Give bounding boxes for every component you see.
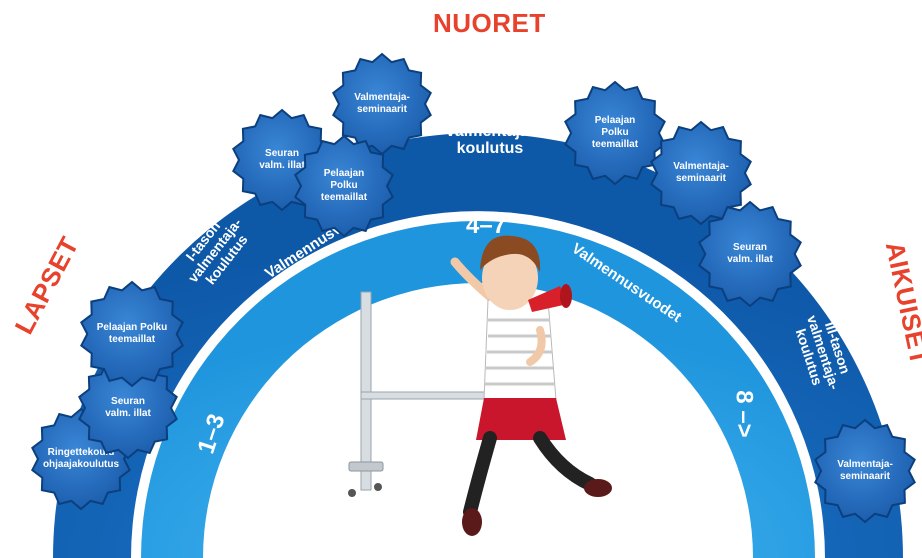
badge-starburst xyxy=(564,80,666,186)
badge-label: Valmentaja- seminaarit xyxy=(354,92,410,115)
badge-valmentaja-seminaarit-2: Valmentaja- seminaarit xyxy=(648,120,754,226)
badge-starburst xyxy=(80,280,184,388)
badge-label: Valmentaja- seminaarit xyxy=(673,161,729,184)
badge-starburst xyxy=(698,200,802,308)
badge-starburst xyxy=(650,120,752,226)
badge-label: Pelaajan Polku teemaillat xyxy=(96,322,168,345)
years-4-7: 4–7 xyxy=(466,212,507,239)
badge-seuran-valm-illat-1: Seuran valm. illat xyxy=(76,356,180,460)
ring-label-tier2: II-tason valmentaja- koulutus xyxy=(445,106,535,157)
starburst-shape xyxy=(698,200,802,308)
title-nuoret: NUORET xyxy=(433,8,546,38)
badge-label: Valmentaja- seminaarit xyxy=(837,459,893,482)
starburst-shape xyxy=(814,418,916,524)
starburst-shape xyxy=(80,280,184,388)
starburst-shape xyxy=(294,134,394,238)
badge-label: Ringettekoulu ohjaajakoulutus xyxy=(42,447,120,470)
badge-label: Pelaajan Polku teemaillat xyxy=(320,168,368,203)
cheerleader-illustration xyxy=(450,235,612,536)
badge-valmentaja-seminaarit-3: Valmentaja- seminaarit xyxy=(812,418,918,524)
badge-label: Seuran valm. illat xyxy=(259,148,305,171)
badge-valmentaja-seminaarit-1: Valmentaja- seminaarit xyxy=(330,52,434,156)
badge-pelaajan-polku-1: Pelaajan Polku teemaillat xyxy=(78,280,186,388)
outer-ring-band xyxy=(53,133,903,558)
inner-ring-band xyxy=(141,221,815,558)
starburst-shape xyxy=(78,356,178,460)
starburst-shape xyxy=(564,80,666,186)
badge-seuran-valm-illat-3: Seuran valm. illat xyxy=(696,200,804,308)
whiteboard-illustration xyxy=(348,291,512,497)
badge-label: Seuran valm. illat xyxy=(727,242,773,265)
badge-starburst xyxy=(294,134,394,238)
badge-starburst xyxy=(814,418,916,524)
badge-pelaajan-polku-3: Pelaajan Polku teemaillat xyxy=(562,80,668,186)
years-8-plus: 8 –> xyxy=(730,390,758,438)
badge-pelaajan-polku-2: Pelaajan Polku teemaillat xyxy=(292,134,396,238)
badge-label: Pelaajan Polku teemaillat xyxy=(591,115,639,150)
starburst-shape xyxy=(650,120,752,226)
badge-starburst xyxy=(78,356,178,460)
badge-label: Seuran valm. illat xyxy=(105,396,151,419)
